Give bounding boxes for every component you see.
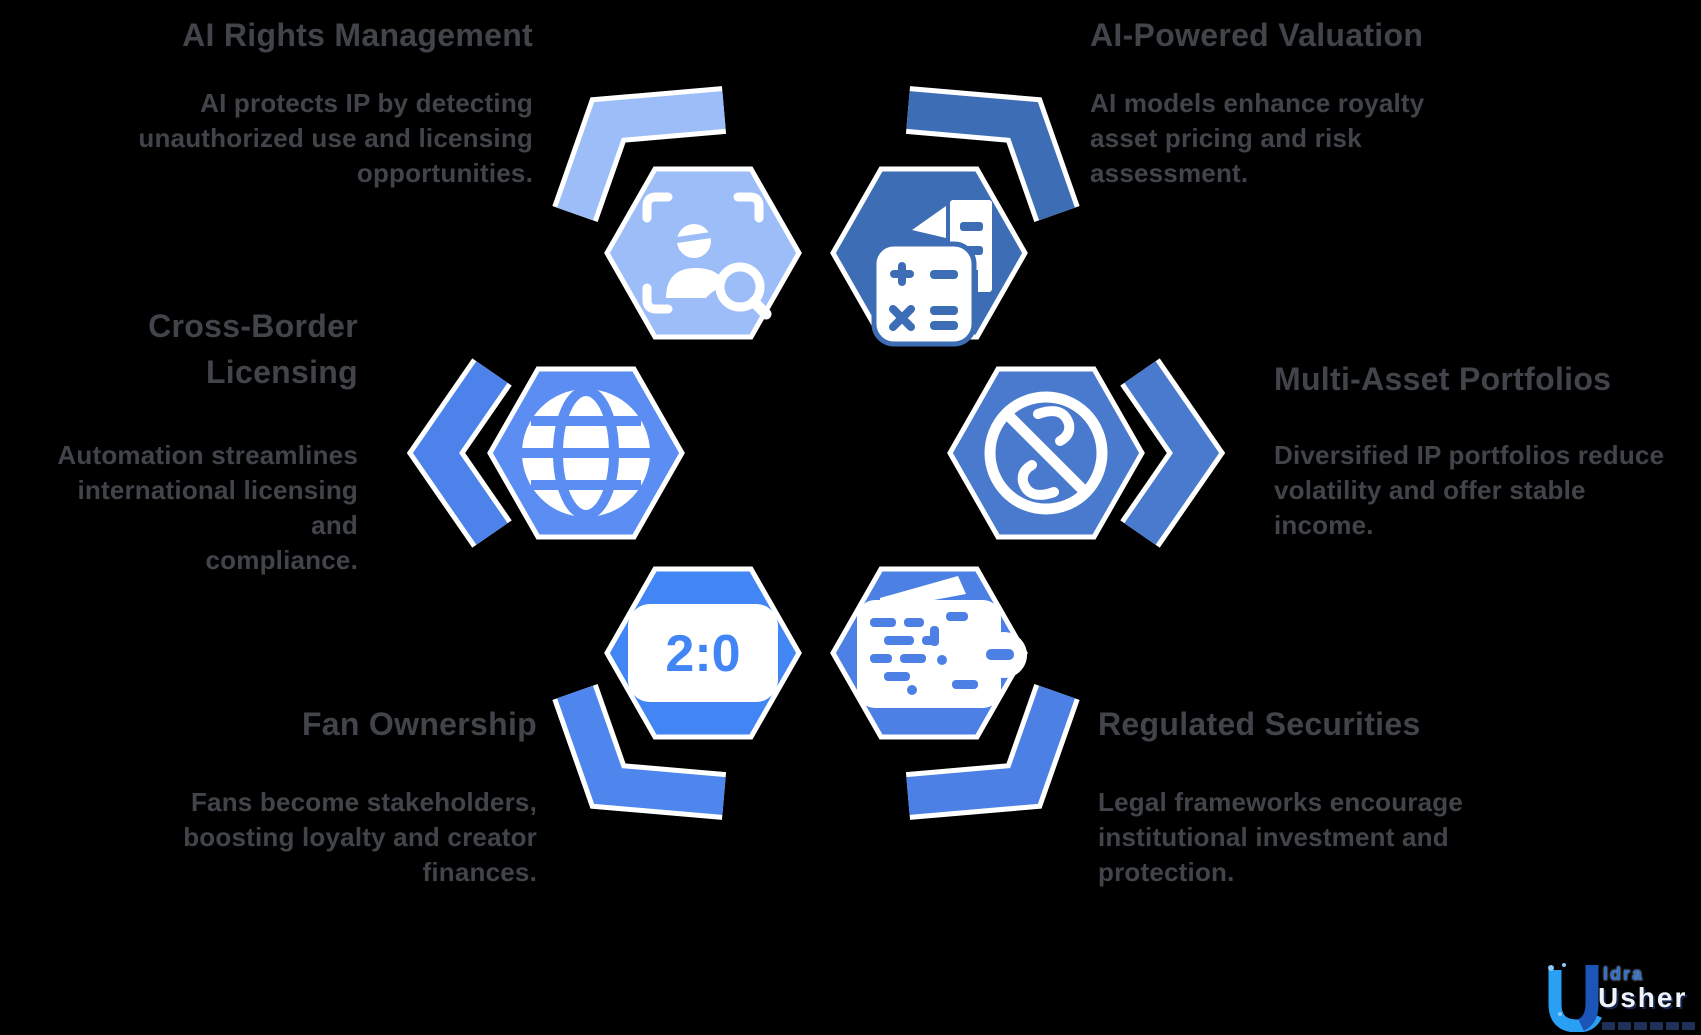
feature-title: AI Rights Management: [182, 17, 533, 53]
circuit-dash: [884, 636, 914, 645]
hexagon-ai-powered-valuation: [830, 166, 1028, 347]
circuit-dash: [870, 654, 892, 663]
circuit-dot: [907, 685, 917, 695]
wallet-circuit-pattern: [870, 612, 1014, 695]
meridian-line: [553, 386, 619, 520]
feature-description: AI protects IP by detecting unauthorized…: [138, 88, 533, 188]
sparkle-dot: [1548, 965, 1554, 971]
prohibition-slash: [1002, 409, 1090, 497]
tagline-block: [1618, 1022, 1631, 1030]
feature-description: Legal frameworks encourage institutional…: [1098, 787, 1463, 887]
feature-regulated-securities: Regulated Securities Legal frameworks en…: [1098, 701, 1528, 890]
scoreboard-icon: 2:0: [628, 604, 778, 702]
circuit-dash: [946, 612, 968, 621]
arc-band: [906, 685, 1075, 815]
circuit-dash: [930, 626, 939, 646]
flag-shape: [912, 206, 946, 238]
calculator-body: [871, 241, 977, 347]
circuit-dash: [904, 618, 924, 627]
minus-key: [930, 270, 958, 279]
scoreboard-text: 2:0: [665, 625, 740, 683]
arc-top-right: [905, 86, 1080, 222]
arc-bottom-left: [552, 684, 727, 820]
right-chevron-icon: [1120, 358, 1226, 548]
s-curve-bottom: [1017, 460, 1059, 500]
tagline-block: [1650, 1022, 1663, 1030]
hexagon-cross-border-licensing: [487, 366, 685, 540]
feature-title: Fan Ownership: [301, 706, 537, 742]
no-sign-icon: [984, 391, 1108, 515]
plus-key: [898, 262, 906, 286]
logo-brand-text: Usher: [1598, 982, 1688, 1013]
hexagon-multi-asset-portfolios: [947, 366, 1145, 540]
feature-title: Cross-Border Licensing: [148, 308, 358, 390]
u-glyph-dark-stroke: [1577, 965, 1599, 1031]
feature-title: Multi-Asset Portfolios: [1274, 361, 1612, 397]
usher-logo: ldra Usher: [1540, 960, 1701, 1035]
hexagon-regulated-securities: [830, 566, 1028, 740]
tagline-block: [1682, 1022, 1695, 1030]
feature-description: Fans become stakeholders, boosting loyal…: [183, 787, 537, 887]
circuit-dash: [952, 680, 978, 689]
circuit-dash: [870, 618, 896, 627]
viewfinder-corner: [642, 192, 673, 223]
tagline-block: [1602, 1022, 1615, 1030]
arc-top-left: [552, 86, 727, 222]
sparkle-dot: [1558, 1012, 1562, 1016]
circuit-dash: [900, 654, 926, 663]
sparkle-dot: [1562, 963, 1566, 967]
clasp-slot: [986, 649, 1014, 660]
person-head: [677, 224, 711, 258]
equals-key: [930, 306, 958, 315]
scoreboard-panel: [628, 604, 778, 702]
person-shoulders: [666, 268, 726, 298]
calculator-building-icon: [871, 200, 992, 347]
arc-band: [557, 685, 726, 815]
feature-ai-rights-management: AI Rights Management AI protects IP by d…: [100, 12, 533, 191]
feature-title: AI-Powered Valuation: [1090, 17, 1424, 53]
feature-cross-border-licensing: Cross-Border Licensing Automation stream…: [28, 303, 358, 578]
chevron-band: [412, 361, 508, 545]
building-window: [960, 222, 983, 231]
face-scan-search-icon: [642, 192, 772, 320]
hexagon-ai-rights-management: [604, 166, 802, 340]
magnifier-handle: [748, 296, 772, 320]
logo-u-glyph: [1548, 963, 1602, 1032]
viewfinder-corner: [642, 283, 673, 314]
arc-band: [557, 91, 726, 221]
equals-key: [930, 321, 958, 330]
chevron-band: [1124, 361, 1220, 545]
circuit-dot: [937, 655, 947, 665]
logo-tagline-illegible: [1602, 1022, 1695, 1030]
circuit-dash: [884, 672, 910, 681]
s-curve-top: [1033, 406, 1075, 446]
magnifier-lens: [715, 262, 765, 312]
arc-band: [906, 91, 1075, 221]
left-chevron-icon: [406, 358, 512, 548]
arc-bottom-right: [905, 684, 1080, 820]
digital-wallet-icon: [857, 576, 1027, 708]
prohibition-ring: [984, 391, 1108, 515]
multiply-key: [889, 305, 915, 331]
tagline-block: [1634, 1022, 1647, 1030]
logo-partial-word: ldra: [1603, 964, 1645, 984]
hexagon-fan-ownership: 2:0: [604, 566, 802, 740]
feature-multi-asset-portfolios: Multi-Asset Portfolios Diversified IP po…: [1274, 356, 1701, 543]
feature-title: Regulated Securities: [1098, 706, 1421, 742]
feature-description: AI models enhance royalty asset pricing …: [1090, 88, 1425, 188]
feature-description: Diversified IP portfolios reduce volatil…: [1274, 440, 1665, 540]
globe-icon: [522, 386, 650, 520]
viewfinder-corner: [733, 192, 764, 223]
feature-fan-ownership: Fan Ownership Fans become stakeholders, …: [137, 701, 537, 890]
feature-ai-powered-valuation: AI-Powered Valuation AI models enhance r…: [1090, 12, 1560, 191]
feature-description: Automation streamlines international lic…: [57, 440, 358, 575]
tagline-block: [1666, 1022, 1679, 1030]
head-band: [674, 232, 714, 243]
